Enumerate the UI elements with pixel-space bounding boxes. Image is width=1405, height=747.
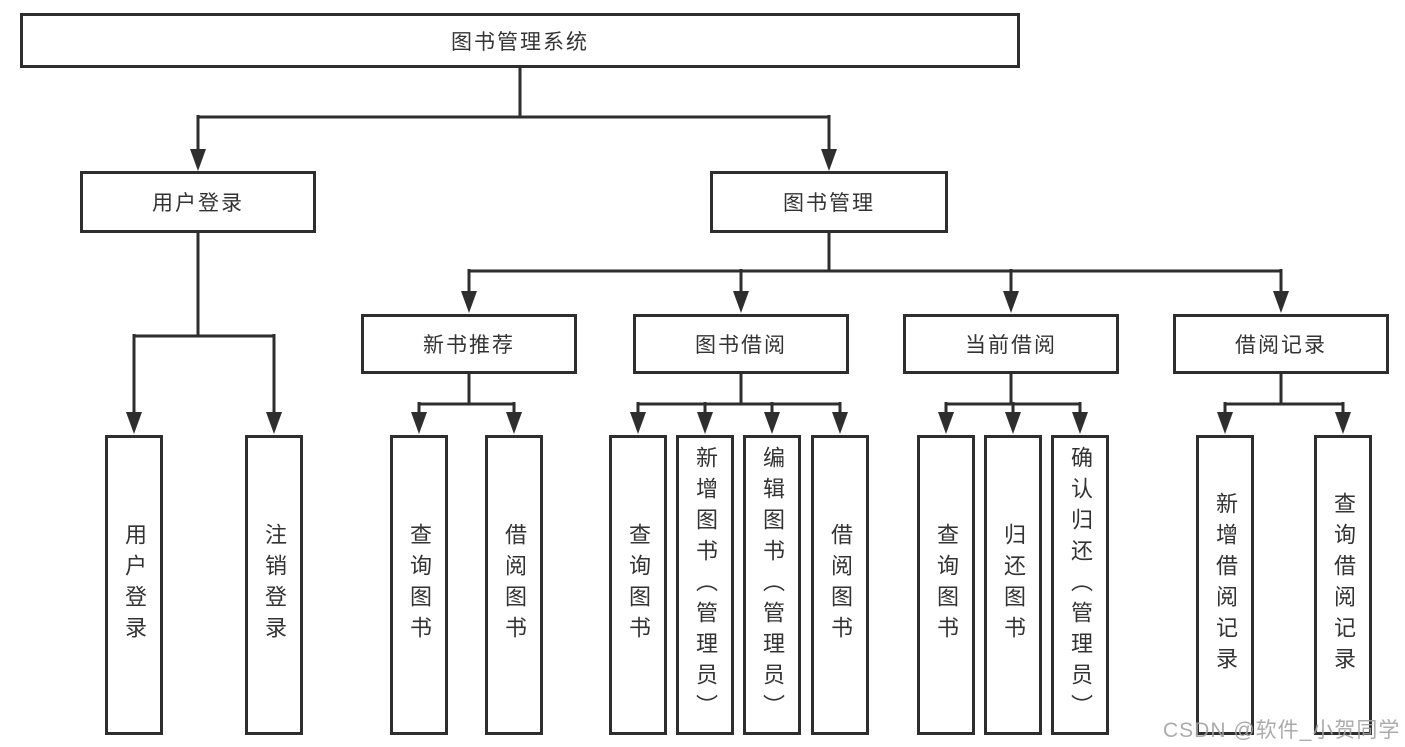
node-leaf-logout: 注销登录 (245, 435, 303, 735)
node-leaf-query-books-current: 查询图书 (917, 435, 975, 735)
node-leaf-return-books: 归还图书 (984, 435, 1042, 735)
arrow-down-icon (126, 412, 142, 434)
arrow-down-icon (1072, 412, 1088, 434)
node-leaf-query-books-recommend: 查询图书 (390, 435, 448, 735)
node-leaf-borrow-books-recommend: 借阅图书 (485, 435, 543, 735)
node-current-borrowing: 当前借阅 (903, 314, 1119, 374)
arrow-down-icon (1217, 412, 1233, 434)
node-leaf-add-book-admin: 新增图书（管理员） (676, 435, 734, 735)
node-leaf-add-borrow-record: 新增借阅记录 (1196, 435, 1254, 735)
arrow-down-icon (1003, 291, 1019, 313)
node-leaf-user-login: 用户登录 (105, 435, 163, 735)
arrow-down-icon (461, 291, 477, 313)
node-leaf-query-books-borrowing: 查询图书 (609, 435, 667, 735)
node-book-borrowing: 图书借阅 (633, 314, 849, 374)
csdn-watermark: CSDN @软件_小贺同学 (1163, 719, 1401, 742)
arrow-down-icon (938, 412, 954, 434)
arrow-down-icon (266, 412, 282, 434)
arrow-down-icon (1335, 412, 1351, 434)
node-library-management-system: 图书管理系统 (20, 13, 1020, 68)
arrow-down-icon (764, 412, 780, 434)
arrow-down-icon (1273, 291, 1289, 313)
node-leaf-confirm-return-admin: 确认归还（管理员） (1051, 435, 1109, 735)
node-leaf-query-borrow-record: 查询借阅记录 (1314, 435, 1372, 735)
arrow-down-icon (697, 412, 713, 434)
node-new-book-recommendation: 新书推荐 (361, 314, 577, 374)
node-leaf-borrow-books: 借阅图书 (811, 435, 869, 735)
arrow-down-icon (733, 291, 749, 313)
node-borrowing-records: 借阅记录 (1173, 314, 1389, 374)
arrow-down-icon (821, 149, 837, 171)
arrow-down-icon (506, 412, 522, 434)
arrow-down-icon (190, 149, 206, 171)
arrow-down-icon (832, 412, 848, 434)
arrow-down-icon (1005, 412, 1021, 434)
arrow-down-icon (630, 412, 646, 434)
node-leaf-edit-book-admin: 编辑图书（管理员） (743, 435, 801, 735)
arrow-down-icon (411, 412, 427, 434)
node-user-login: 用户登录 (80, 171, 316, 233)
node-book-management: 图书管理 (710, 171, 948, 233)
